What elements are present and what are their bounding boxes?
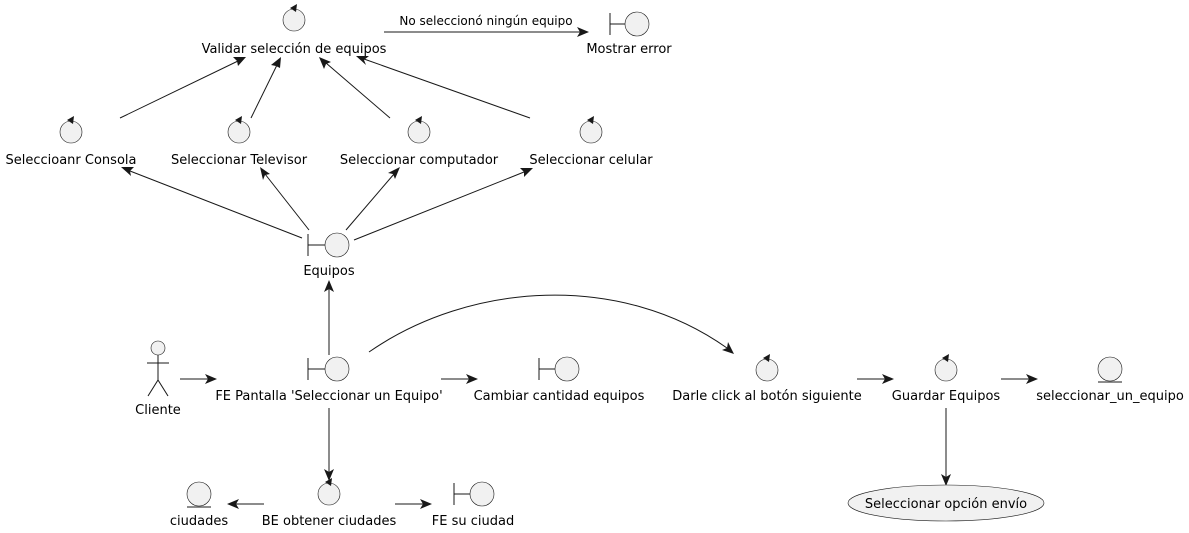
- boundary-mostrar-error: Mostrar error: [586, 11, 672, 57]
- label-validar: Validar selección de equipos: [202, 42, 387, 57]
- label-computador: Seleccionar computador: [340, 153, 499, 168]
- control-guardar: Guardar Equipos: [892, 354, 1001, 404]
- edge-televisor-validar: [250, 57, 281, 119]
- label-fe-pantalla: FE Pantalla 'Seleccionar un Equipo': [215, 389, 442, 404]
- label-seleccionar-envio: Seleccionar opción envío: [865, 497, 1027, 512]
- edge-computador-validar: [319, 57, 391, 119]
- label-consola: Seleccioanr Consola: [6, 153, 137, 168]
- control-televisor: Seleccionar Televisor: [171, 116, 308, 168]
- edge-label-no-selecciono: No seleccionó ningún equipo: [399, 14, 572, 28]
- edge-be-obtener-fe-ciudad: [395, 499, 432, 509]
- boundary-equipos: Equipos: [303, 232, 355, 279]
- entity-ciudades: ciudades: [170, 481, 228, 529]
- usecase-seleccionar-envio: Seleccionar opción envío: [847, 484, 1045, 522]
- label-darle-click: Darle click al botón siguiente: [672, 389, 861, 404]
- edges: No seleccionó ningún equipo: [119, 14, 1038, 509]
- label-equipos: Equipos: [303, 264, 355, 279]
- control-be-obtener: BE obtener ciudades: [262, 478, 397, 529]
- edge-cliente-fe-pantalla: [180, 374, 217, 384]
- label-cambiar-cantidad: Cambiar cantidad equipos: [474, 389, 645, 404]
- boundary-fe-ciudad: FE su ciudad: [432, 481, 514, 529]
- label-seleccionar-un-equipo: seleccionar_un_equipo: [1036, 389, 1184, 404]
- edge-equipos-celular: [353, 168, 533, 241]
- edge-fe-pantalla-be-obtener: [324, 408, 334, 481]
- edge-fe-pantalla-equipos: [324, 280, 334, 355]
- control-darle-click: Darle click al botón siguiente: [672, 354, 862, 404]
- label-mostrar-error: Mostrar error: [586, 42, 672, 57]
- control-celular: Seleccionar celular: [529, 116, 653, 168]
- entity-seleccionar-un-equipo: seleccionar_un_equipo: [1036, 356, 1184, 404]
- edge-validar-mostrar-error: No seleccionó ningún equipo: [384, 14, 589, 37]
- edge-fe-pantalla-darle-click: [368, 294, 734, 354]
- edge-be-obtener-ciudades: [227, 499, 264, 509]
- boundary-fe-pantalla: FE Pantalla 'Seleccionar un Equipo': [215, 356, 443, 404]
- edge-guardar-seleccionar-un-equipo: [1001, 374, 1038, 384]
- boundary-cambiar-cantidad: Cambiar cantidad equipos: [474, 356, 645, 404]
- label-televisor: Seleccionar Televisor: [171, 153, 308, 168]
- label-guardar: Guardar Equipos: [892, 389, 1001, 404]
- label-fe-ciudad: FE su ciudad: [432, 514, 514, 529]
- edge-darle-click-guardar: [857, 374, 894, 384]
- edge-equipos-televisor: [260, 167, 310, 231]
- edge-celular-validar: [356, 56, 531, 119]
- edge-equipos-computador: [345, 167, 400, 231]
- edge-fe-pantalla-cambiar: [441, 374, 478, 384]
- label-celular: Seleccionar celular: [529, 153, 653, 168]
- edge-equipos-consola: [121, 167, 303, 239]
- control-consola: Seleccioanr Consola: [6, 116, 137, 168]
- actor-cliente: Cliente: [135, 340, 181, 418]
- edge-consola-validar: [119, 57, 246, 119]
- label-be-obtener: BE obtener ciudades: [262, 514, 397, 529]
- label-cliente: Cliente: [135, 403, 181, 418]
- control-computador: Seleccionar computador: [340, 116, 499, 168]
- label-ciudades: ciudades: [170, 514, 228, 529]
- edge-guardar-seleccionar-envio: [941, 408, 951, 486]
- control-validar: Validar selección de equipos: [202, 4, 387, 57]
